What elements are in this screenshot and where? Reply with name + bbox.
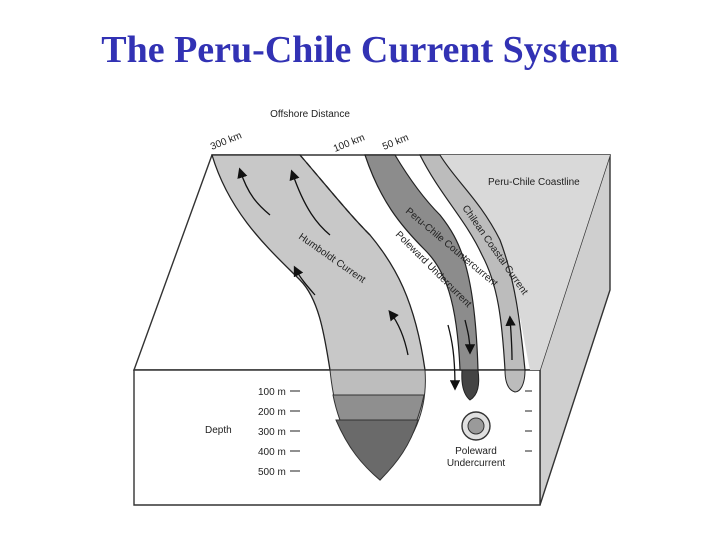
slide-title: The Peru-Chile Current System (101, 29, 619, 71)
depth-tick-200: 200 m (258, 407, 286, 418)
undercurrent-label-line2: Undercurrent (447, 458, 506, 469)
distance-marker-50km: 50 km (381, 132, 410, 152)
depth-tick-500: 500 m (258, 467, 286, 478)
distance-marker-300km: 300 km (209, 130, 244, 152)
coastal-land (440, 155, 610, 370)
undercurrent-label-line1: Poleward (455, 446, 497, 457)
flow-arrows (237, 167, 516, 391)
depth-ticks (290, 390, 532, 472)
depth-tick-300: 300 m (258, 427, 286, 438)
depth-tick-400: 400 m (258, 447, 286, 458)
depth-tick-100: 100 m (258, 387, 286, 398)
offshore-distance-label: Offshore Distance (270, 109, 350, 120)
coastline-label: Peru-Chile Coastline (488, 177, 580, 188)
distance-marker-100km: 100 km (332, 132, 367, 154)
depth-label: Depth (205, 425, 232, 436)
